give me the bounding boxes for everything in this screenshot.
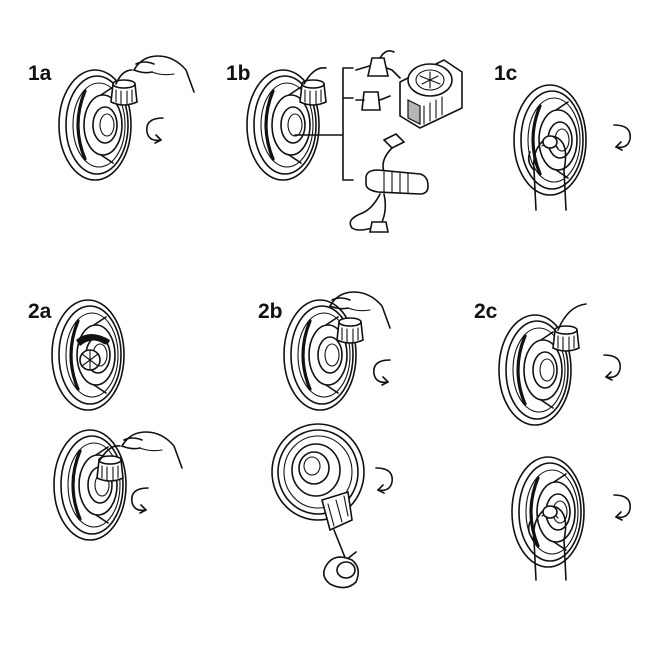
- valve-cap-icon: [110, 79, 138, 106]
- rotate-arrow-icon: [613, 124, 632, 151]
- valve-cap-icon: [321, 490, 360, 589]
- connector-line: [294, 67, 354, 181]
- valve-icon: [282, 298, 358, 412]
- electric-pump-icon: [399, 59, 463, 129]
- hand-pump-icon: [349, 133, 429, 233]
- cap-strap: [99, 444, 121, 461]
- step-label-1b: 1b: [226, 62, 251, 85]
- hand-icon: [121, 431, 183, 469]
- valve-open-insert: [76, 334, 110, 371]
- nozzle-icon: [355, 50, 401, 111]
- step-label-1a: 1a: [28, 62, 52, 85]
- cap-strap: [557, 303, 587, 331]
- step-label-2a: 2a: [28, 300, 52, 323]
- rotate-arrow-icon: [372, 359, 391, 386]
- cap-strap: [303, 67, 327, 85]
- step-label-1c: 1c: [494, 62, 518, 85]
- valve-cap-icon: [552, 325, 580, 352]
- rotate-arrow-icon: [613, 494, 632, 521]
- rotate-arrow-icon: [375, 467, 394, 494]
- rotate-arrow-icon: [131, 487, 149, 514]
- step-label-2b: 2b: [258, 300, 283, 323]
- step-label-2c: 2c: [474, 300, 498, 323]
- valve-icon: [271, 423, 365, 521]
- cap-strap: [115, 69, 133, 85]
- valve-cap-icon: [336, 317, 364, 344]
- hand-icon: [133, 55, 195, 93]
- rotate-arrow-icon: [603, 354, 622, 381]
- rotate-arrow-icon: [146, 117, 164, 144]
